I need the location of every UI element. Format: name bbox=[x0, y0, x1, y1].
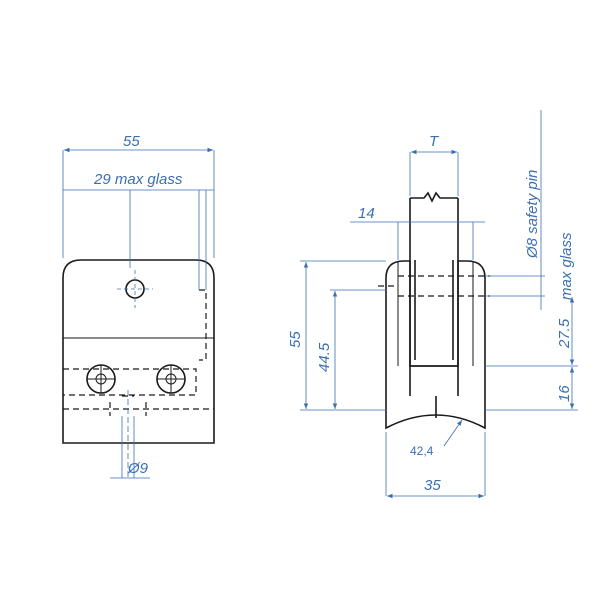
side-width-label: 35 bbox=[424, 477, 441, 494]
front-hole-label: Ø9 bbox=[127, 460, 149, 477]
front-view: 55 29 max glass Ø9 bbox=[62, 133, 215, 479]
front-body-outline bbox=[62, 259, 215, 444]
front-screw-left bbox=[86, 364, 116, 394]
front-screw-right bbox=[156, 364, 186, 394]
side-body-outline bbox=[385, 260, 486, 430]
front-hidden-glass-slot bbox=[199, 289, 207, 361]
side-height-label: 55 bbox=[287, 331, 304, 348]
side-radius-label: 42,4 bbox=[410, 444, 434, 458]
front-width-label: 55 bbox=[123, 133, 140, 150]
side-thickness-label: T bbox=[429, 133, 440, 150]
side-view: T 14 55 44.5 Ø8 safety pin max glass 27.… bbox=[287, 110, 578, 499]
side-max-glass-label: max glass bbox=[558, 232, 575, 300]
side-upper-label: 27.5 bbox=[556, 318, 573, 349]
side-glass-panel bbox=[409, 198, 459, 367]
side-glass-break bbox=[410, 191, 458, 203]
side-lower-label: 16 bbox=[556, 385, 573, 402]
side-pin-label: Ø8 safety pin bbox=[524, 170, 541, 259]
side-inner-height-label: 44.5 bbox=[316, 342, 333, 372]
front-hidden-slot-2 bbox=[63, 368, 197, 396]
side-radius-leader bbox=[443, 419, 463, 447]
front-glass-label: 29 max glass bbox=[93, 171, 183, 188]
side-gasket-label: 14 bbox=[358, 205, 375, 222]
front-top-hole bbox=[117, 270, 153, 308]
